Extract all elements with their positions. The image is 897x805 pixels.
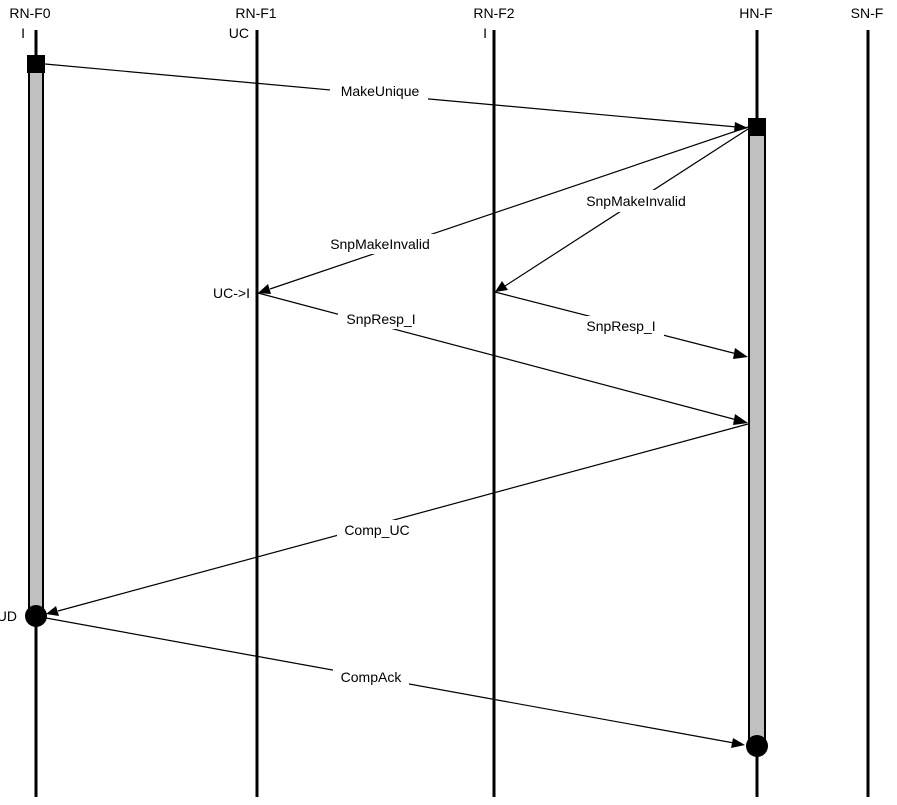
message-line	[257, 292, 738, 421]
arrowhead	[495, 281, 508, 292]
arrowhead	[731, 738, 745, 748]
start-marker-rnf0	[27, 55, 45, 73]
message-makeunique: MakeUnique	[44, 63, 748, 132]
message-snpmakeinvalid-rnf1: SnpMakeInvalid	[258, 126, 749, 294]
message-compack: CompAck	[45, 617, 745, 748]
message-label: SnpMakeInvalid	[330, 236, 430, 252]
label-background	[330, 81, 428, 101]
state-change-rnf1: UC->I	[213, 285, 250, 301]
activation-bar-rnf0	[28, 63, 44, 617]
message-label: MakeUnique	[341, 83, 420, 99]
state-change-rnf0: UD	[0, 608, 17, 624]
participant-name-rnf2: RN-F2	[473, 5, 514, 21]
end-marker-hnf	[746, 735, 768, 757]
arrowhead	[46, 606, 59, 616]
label-background	[338, 309, 424, 329]
arrowhead	[733, 348, 748, 359]
arrowhead	[258, 284, 271, 294]
arrowhead	[734, 122, 748, 132]
label-background	[318, 234, 442, 254]
initial-state-rnf0: I	[21, 25, 25, 41]
participant-name-snf: SN-F	[851, 5, 884, 21]
participant-name-rnf1: RN-F1	[235, 5, 276, 21]
participant-name-hnf: HN-F	[739, 5, 772, 21]
participant-name-rnf0: RN-F0	[9, 5, 50, 21]
message-line	[57, 423, 749, 612]
start-marker-hnf	[748, 118, 766, 136]
label-background	[573, 190, 699, 212]
label-background	[333, 667, 409, 687]
end-marker-rnf0	[25, 605, 47, 627]
label-background	[578, 316, 664, 336]
message-label: SnpResp_I	[586, 318, 655, 334]
message-label: SnpMakeInvalid	[586, 193, 686, 209]
activation-bar-hnf	[748, 126, 766, 748]
initial-state-rnf2: I	[483, 25, 487, 41]
initial-state-rnf1: UC	[229, 25, 249, 41]
message-line	[269, 126, 749, 290]
message-comp-uc: Comp_UC	[46, 423, 749, 616]
message-label: SnpResp_I	[346, 311, 415, 327]
message-snpresp-rnf1: SnpResp_I	[257, 292, 748, 425]
arrowhead	[733, 414, 748, 425]
message-label: CompAck	[341, 669, 403, 685]
message-snpmakeinvalid-rnf2: SnpMakeInvalid	[495, 128, 749, 292]
message-label: Comp_UC	[344, 522, 409, 538]
label-background	[337, 520, 417, 540]
message-snpresp-rnf2: SnpResp_I	[494, 291, 748, 359]
